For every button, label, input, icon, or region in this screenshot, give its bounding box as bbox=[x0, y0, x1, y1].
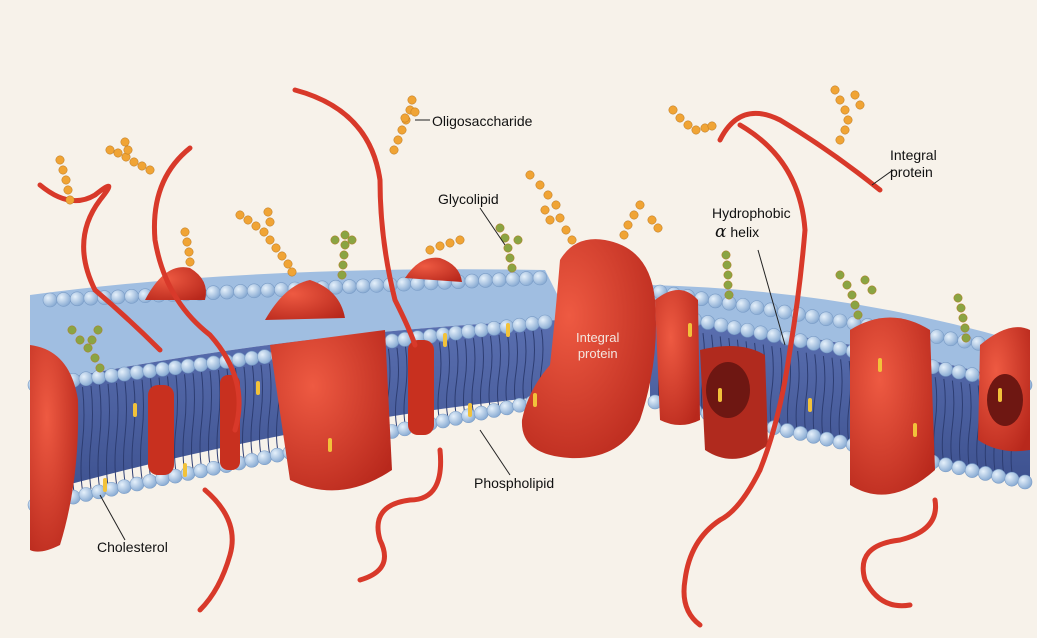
label-integral-protein-top: Integral protein bbox=[890, 147, 937, 181]
membrane-cylinder-3 bbox=[408, 340, 434, 435]
helix-word: helix bbox=[730, 224, 759, 240]
label-phospholipid: Phospholipid bbox=[474, 475, 554, 492]
label-hydrophobic: Hydrophobic bbox=[712, 205, 791, 222]
peripheral-protein-3 bbox=[405, 258, 462, 282]
label-oligosaccharide: Oligosaccharide bbox=[432, 113, 532, 130]
alpha-symbol: α bbox=[715, 222, 726, 242]
chain-7 bbox=[863, 500, 935, 606]
membrane-cylinder-1 bbox=[148, 385, 174, 475]
protein-right-edge-core bbox=[987, 374, 1023, 426]
chain-6 bbox=[684, 470, 760, 625]
leader-cholesterol bbox=[100, 495, 125, 540]
label-glycolipid: Glycolipid bbox=[438, 191, 499, 208]
left-edge-protein bbox=[30, 345, 78, 552]
protein-right-2 bbox=[850, 318, 935, 495]
label-cholesterol: Cholesterol bbox=[97, 539, 168, 556]
label-integral-protein-center: Integral protein bbox=[576, 330, 619, 362]
leader-phospholipid bbox=[480, 430, 510, 475]
protein-right-1 bbox=[655, 290, 700, 425]
chain-4 bbox=[200, 490, 232, 610]
protein-cylinder-left bbox=[270, 330, 392, 490]
protein-right-dark-core bbox=[706, 362, 750, 418]
label-alpha-helix: α helix bbox=[715, 224, 759, 241]
